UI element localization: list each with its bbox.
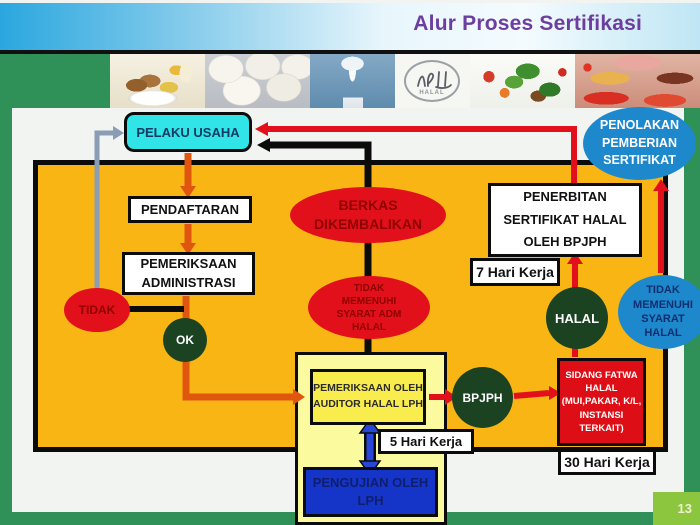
node-ok: OK bbox=[163, 318, 207, 362]
node-pemeriksaan-administrasi: PEMERIKSAAN ADMINISTRASI bbox=[122, 252, 255, 295]
node-pemeriksaan-auditor: PEMERIKSAAN OLEH AUDITOR HALAL LPH bbox=[310, 369, 426, 425]
node-penolakan-sertifikat: PENOLAKAN PEMBERIAN SERTIFIKAT bbox=[583, 107, 696, 180]
node-pendaftaran: PENDAFTARAN bbox=[128, 196, 252, 223]
page-number-tab: 13 bbox=[653, 492, 700, 525]
page-number: 13 bbox=[677, 501, 692, 516]
node-pelaku-usaha: PELAKU USAHA bbox=[124, 112, 252, 152]
halal-logo-label: HALAL bbox=[419, 90, 445, 96]
eggs-photo bbox=[205, 54, 310, 108]
node-tidak: TIDAK bbox=[64, 288, 130, 332]
halal-logo-circle: HALAL bbox=[404, 60, 460, 102]
label-7-hari-kerja: 7 Hari Kerja bbox=[470, 258, 560, 286]
green-strip-left bbox=[0, 54, 12, 525]
node-pengujian-lph: PENGUJIAN OLEH LPH bbox=[303, 467, 438, 517]
header-divider bbox=[0, 50, 700, 54]
node-bpjph: BPJPH bbox=[452, 367, 513, 428]
bread-and-cheese-photo bbox=[110, 54, 205, 108]
halal-logo-photo: HALAL bbox=[395, 54, 470, 108]
vegetables-photo bbox=[470, 54, 575, 108]
node-penerbitan-sertifikat: PENERBITAN SERTIFIKAT HALAL OLEH BPJPH bbox=[488, 183, 642, 257]
node-tidak-memenuhi-syarat-adm: TIDAK MEMENUHI SYARAT ADM HALAL bbox=[308, 276, 430, 339]
milk-photo bbox=[310, 54, 395, 108]
halal-arabic-script-icon bbox=[417, 71, 452, 89]
header-band bbox=[0, 3, 700, 50]
node-berkas-dikembalikan: BERKAS DIKEMBALIKAN bbox=[290, 187, 446, 243]
node-tidak-memenuhi-syarat-halal: TIDAK MEMENUHI SYARAT HALAL bbox=[618, 275, 700, 349]
market-produce-photo bbox=[575, 54, 700, 108]
node-sidang-fatwa-halal: SIDANG FATWA HALAL (MUI,PAKAR, K/L, INST… bbox=[557, 358, 646, 446]
label-5-hari-kerja: 5 Hari Kerja bbox=[378, 429, 474, 454]
label-30-hari-kerja: 30 Hari Kerja bbox=[558, 449, 656, 475]
node-halal: HALAL bbox=[546, 287, 608, 349]
slide-title: Alur Proses Sertifikasi bbox=[413, 12, 642, 35]
